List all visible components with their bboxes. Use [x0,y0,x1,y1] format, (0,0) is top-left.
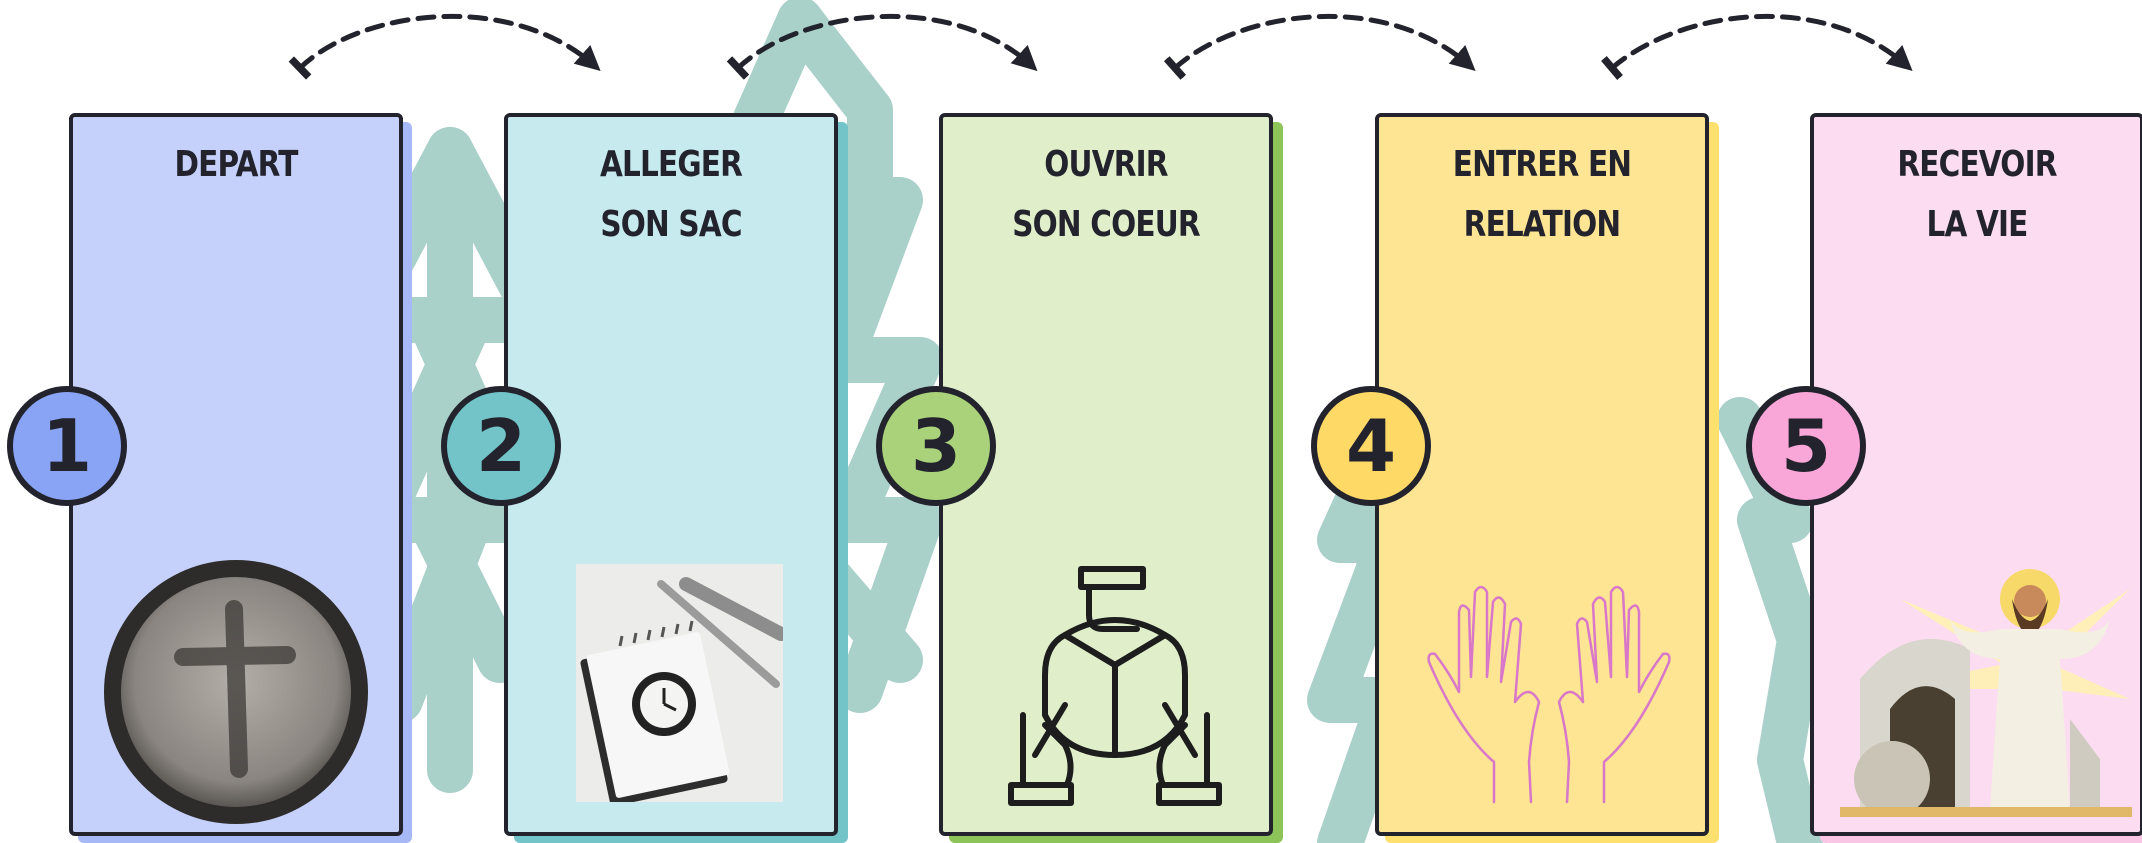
step-number-1: 1 [42,404,92,488]
step-number-3: 3 [911,404,961,488]
step-title-3: OUVRIR SON COEUR [972,135,1239,255]
arrow-4-5 [1612,16,1907,68]
connector-arrows [0,0,2142,120]
step-title-4: ENTRER EN RELATION [1408,135,1675,255]
step-title-1: DEPART [102,135,369,195]
step-title-4-line-1: ENTRER EN [1408,135,1675,195]
step-title-3-line-2: SON COEUR [972,195,1239,255]
step-badge-2: 2 [441,386,561,506]
step-badge-4: 4 [1311,386,1431,506]
step-number-2: 2 [476,404,526,488]
open-hands-icon [1419,582,1679,812]
step-number-4: 4 [1346,404,1396,488]
step-title-5: RECEVOIR LA VIE [1843,135,2110,255]
arrow-1-2 [300,16,595,68]
notepad-clock-cutlery-icon [576,564,783,802]
ash-cross-bowl-icon [101,557,371,827]
step-card-5: RECEVOIR LA VIE [1810,113,2142,836]
step-title-2-line-2: SON SAC [537,195,804,255]
step-title-5-line-2: LA VIE [1843,195,2110,255]
step-card-2: ALLEGER SON SAC [504,113,838,836]
step-number-5: 5 [1781,404,1831,488]
arrow-2-3 [738,16,1032,68]
hands-heart-puzzle-icon [1005,565,1225,815]
step-badge-1: 1 [7,386,127,506]
risen-christ-tomb-icon [1840,559,2132,821]
step-title-1-line-1: DEPART [102,135,369,195]
step-card-3: OUVRIR SON COEUR [939,113,1273,836]
step-card-4: ENTRER EN RELATION [1375,113,1709,836]
step-title-3-line-1: OUVRIR [972,135,1239,195]
step-title-4-line-2: RELATION [1408,195,1675,255]
step-badge-3: 3 [876,386,996,506]
step-badge-5: 5 [1746,386,1866,506]
arrow-3-4 [1175,16,1470,68]
step-title-2-line-1: ALLEGER [537,135,804,195]
step-title-2: ALLEGER SON SAC [537,135,804,255]
step-title-5-line-1: RECEVOIR [1843,135,2110,195]
